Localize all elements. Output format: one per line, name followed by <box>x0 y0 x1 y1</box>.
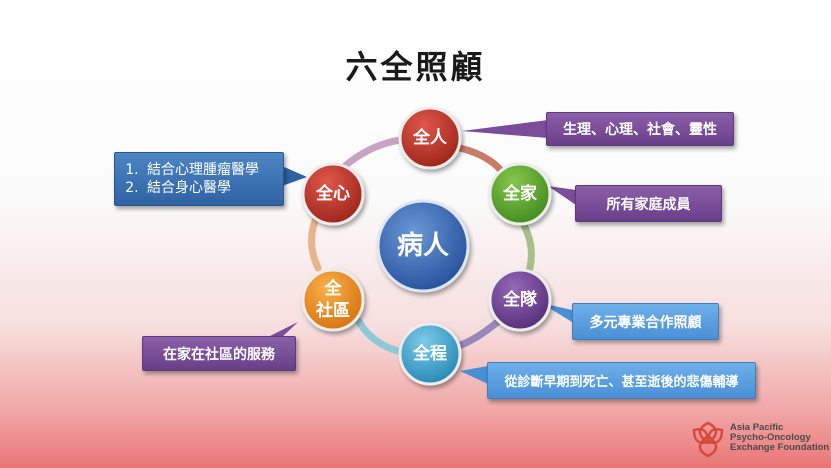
foundation-name: Asia Pacific Psycho-Oncology Exchange Fo… <box>730 423 829 453</box>
callout-quanjia: 所有家庭成員 <box>575 185 722 222</box>
logo-line: Psycho-Oncology <box>730 432 811 443</box>
node-circle-quanjia <box>488 162 552 226</box>
node-label-quanren: 全人 <box>413 128 447 148</box>
pointer-quanxin <box>282 166 307 186</box>
page-title: 六全照顧 <box>345 48 486 86</box>
node-circle-quanshequ <box>301 268 365 332</box>
callout-quandui: 多元專業合作照顧 <box>572 303 719 340</box>
center-label: 病人 <box>396 231 449 261</box>
node-circles <box>301 106 552 386</box>
quanxin-list-item: 結合心理腫瘤醫學 <box>143 161 259 179</box>
ring-segment-xin-ren <box>341 136 404 170</box>
quanxin-list-item: 結合身心醫學 <box>143 179 259 197</box>
callout-quanshequ: 在家在社區的服務 <box>142 336 296 371</box>
node-label-quancheng: 全程 <box>413 344 447 364</box>
ring-segment-cheng-shequ <box>354 316 406 356</box>
logo-line: Exchange Foundation <box>730 442 830 453</box>
node-circle-quandui <box>488 268 552 332</box>
pointer-quanren <box>462 120 548 138</box>
ring-segment-shequ-xin <box>308 210 322 272</box>
quanxin-list: 結合心理腫瘤醫學 結合身心醫學 <box>125 161 259 197</box>
callout-quanxin: 結合心理腫瘤醫學 結合身心醫學 <box>114 152 284 206</box>
node-label-quandui: 全隊 <box>503 290 537 310</box>
node-circle-quanxin <box>301 162 365 226</box>
node-label-quanshequ: 全 社區 <box>316 279 350 321</box>
node-circle-quanren <box>398 106 462 170</box>
node-label-quanjia: 全家 <box>503 184 537 204</box>
node-label-quanxin: 全心 <box>316 184 350 204</box>
foundation-logo-icon <box>692 421 724 458</box>
pointer-quanjia <box>548 186 576 205</box>
logo-line: Asia Pacific <box>730 422 784 433</box>
pointer-quancheng <box>460 366 488 384</box>
center-circle <box>376 199 470 293</box>
node-circle-quancheng <box>398 322 462 386</box>
callout-quanren: 生理、心理、社會、靈性 <box>546 112 734 146</box>
callout-quancheng: 從診斷早期到死亡、甚至逝後的悲傷輔導 <box>487 362 756 399</box>
